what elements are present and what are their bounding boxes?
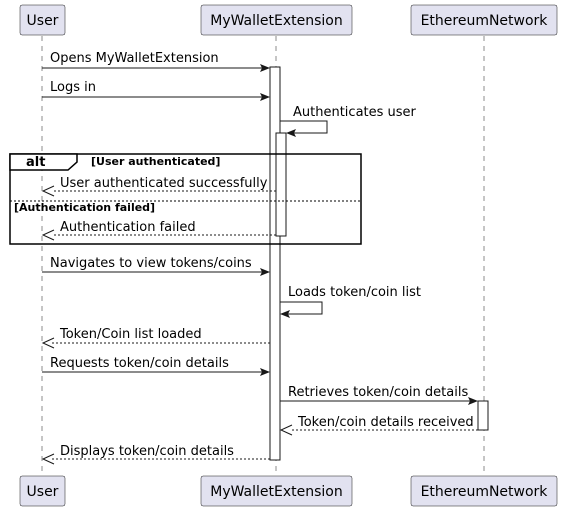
participant-box xyxy=(410,4,558,36)
participant-box xyxy=(200,4,353,36)
arrowhead xyxy=(41,453,55,465)
message-6: Navigates to view tokens/coins xyxy=(42,256,270,276)
message-10: Retrieves token/coin details xyxy=(280,385,478,405)
message-2: Logs in xyxy=(42,80,270,101)
arrowhead xyxy=(468,397,478,405)
message-3-self: Authenticates user xyxy=(280,105,417,137)
arrowhead xyxy=(41,185,55,197)
alt-frame-border xyxy=(9,153,362,245)
message-label: User authenticated successfully xyxy=(60,176,268,191)
alt-frame-tab xyxy=(9,153,78,171)
alt-frame: alt [User authenticated] [Authentication… xyxy=(9,153,362,245)
message-label: Requests token/coin details xyxy=(50,356,229,371)
activation-wallet-auth xyxy=(275,132,287,237)
message-7-self: Loads token/coin list xyxy=(280,285,421,318)
participant-user-top: User xyxy=(19,4,66,36)
arrowhead xyxy=(280,310,290,318)
message-label: Opens MyWalletExtension xyxy=(50,51,219,66)
participant-label: EthereumNetwork xyxy=(421,13,549,29)
participant-box xyxy=(200,475,353,507)
participant-box xyxy=(19,475,66,507)
message-1: Opens MyWalletExtension xyxy=(42,51,270,72)
arrowhead xyxy=(286,129,296,137)
message-9: Requests token/coin details xyxy=(42,356,270,376)
message-5: Authentication failed xyxy=(41,220,276,241)
participant-label: MyWalletExtension xyxy=(210,484,343,500)
message-label: Loads token/coin list xyxy=(288,285,421,300)
participant-user-bottom: User xyxy=(19,475,66,507)
participant-label: MyWalletExtension xyxy=(210,13,343,29)
arrowhead xyxy=(41,229,55,241)
participant-wallet-top: MyWalletExtension xyxy=(200,4,353,36)
participant-box xyxy=(19,4,66,36)
message-8: Token/Coin list loaded xyxy=(41,327,270,349)
alt-guard-1: [User authenticated] xyxy=(91,155,220,168)
message-label: Token/coin details received xyxy=(297,415,474,430)
message-line xyxy=(280,301,323,315)
message-label: Token/Coin list loaded xyxy=(59,327,202,342)
activation-wallet xyxy=(269,66,281,461)
participant-wallet-bottom: MyWalletExtension xyxy=(200,475,353,507)
message-11: Token/coin details received xyxy=(279,415,478,436)
arrowhead xyxy=(260,368,270,376)
participant-eth-bottom: EthereumNetwork xyxy=(410,475,558,507)
participant-label: EthereumNetwork xyxy=(421,484,549,500)
participant-box xyxy=(410,475,558,507)
arrowhead xyxy=(260,268,270,276)
arrowhead xyxy=(260,64,270,72)
alt-keyword: alt xyxy=(26,155,45,170)
arrowhead xyxy=(260,93,270,101)
message-label: Displays token/coin details xyxy=(60,444,234,459)
activation-eth xyxy=(477,400,489,431)
message-label: Logs in xyxy=(50,80,96,95)
arrowhead xyxy=(279,424,293,436)
message-4: User authenticated successfully xyxy=(41,176,276,197)
message-line xyxy=(280,120,328,134)
participant-label: User xyxy=(27,13,59,29)
message-label: Authentication failed xyxy=(60,220,196,235)
participant-label: User xyxy=(27,484,59,500)
participant-eth-top: EthereumNetwork xyxy=(410,4,558,36)
arrowhead xyxy=(41,337,55,349)
message-label: Navigates to view tokens/coins xyxy=(50,256,252,271)
message-label: Retrieves token/coin details xyxy=(288,385,468,400)
message-label: Authenticates user xyxy=(293,105,417,120)
message-12: Displays token/coin details xyxy=(41,444,270,465)
alt-guard-2: [Authentication failed] xyxy=(14,201,155,214)
